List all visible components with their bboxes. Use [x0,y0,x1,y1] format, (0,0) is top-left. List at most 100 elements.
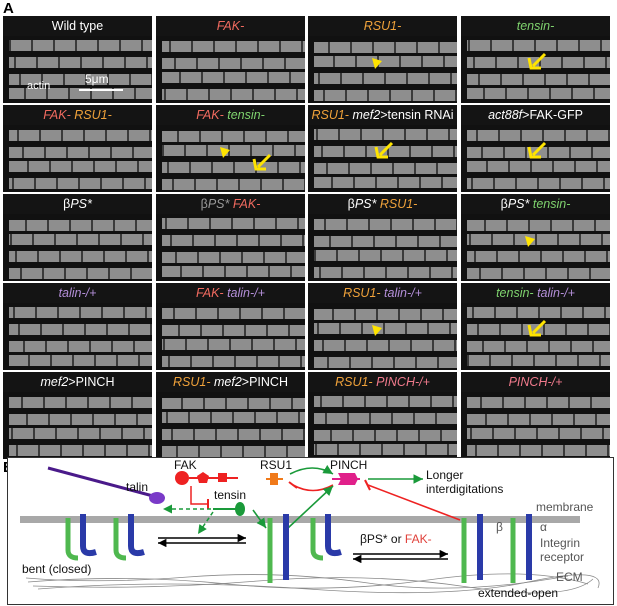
membrane-label: membrane [536,500,594,514]
integrin-bent-1 [65,514,97,561]
diagram-svg [20,464,600,594]
micrograph-tile: βPS* [3,194,152,281]
myofibril-micrograph [3,125,152,192]
arrow-marker [527,319,547,337]
micrograph-tile: mef2>PINCH [3,372,152,459]
fak-minus-text: FAK- [404,532,432,546]
fak-domain [175,471,189,485]
micrograph-tile: FAK- RSU1- [3,105,152,192]
genotype-segment: PINCH-/+ [376,375,430,389]
genotype-label: βPS* [3,194,152,214]
genotype-segment: β [500,197,508,211]
arrow-marker [374,141,394,159]
genotype-label: act88f>FAK-GFP [461,105,610,125]
micrograph-row: βPS*βPS* FAK-βPS* RSU1-βPS* tensin- [3,194,613,283]
micrograph-tile: FAK- [156,16,305,103]
genotype-label: Wild type [3,16,152,36]
genotype-segment: talin-/+ [58,286,97,300]
rsu1-label: RSU1 [260,458,293,472]
tensin-shape [235,502,245,516]
ecm-label: ECM [556,570,583,584]
genotype-segment: tensin- [227,108,265,122]
integrin-label: Integrin [540,536,581,550]
interdigitations-label: interdigitations [426,482,504,496]
micrograph-tile: act88f>FAK-GFP [461,105,610,192]
integrin-model-diagram: talin FAK tensin RSU1 PINCH Longer inter… [7,457,614,605]
genotype-segment: FAK- [196,286,228,300]
micrograph-row: FAK- RSU1-FAK- tensin-RSU1- mef2>tensin … [3,105,613,194]
micrograph-tile: tensin- talin-/+ [461,283,610,370]
talin-rod [47,466,154,498]
genotype-segment: >FAK-GFP [522,108,583,122]
myofibril-micrograph [3,214,152,281]
micrograph-tile: FAK- talin-/+ [156,283,305,370]
genotype-segment: mef2 [40,375,69,389]
myofibril-micrograph [461,214,610,281]
myofibril-micrograph [308,36,457,103]
micrograph-tile: FAK- tensin- [156,105,305,192]
genotype-segment: PS* [354,197,380,211]
myofibril-micrograph [308,303,457,370]
micrograph-tile: RSU1- mef2>tensin RNAi [308,105,457,192]
myofibril-micrograph [308,125,457,192]
alpha-label: α [540,520,547,534]
genotype-label: RSU1- talin-/+ [308,283,457,303]
arrow-marker [252,153,272,171]
genotype-segment: talin-/+ [227,286,265,300]
micrograph-tile: βPS* RSU1- [308,194,457,281]
micrograph-row: talin-/+FAK- talin-/+RSU1- talin-/+tensi… [3,283,613,372]
genotype-segment: RSU1- [335,375,377,389]
genotype-segment: talin-/+ [384,286,422,300]
genotype-segment: FAK- [216,19,245,33]
genotype-segment: FAK- [196,108,228,122]
genotype-segment: FAK- [43,108,75,122]
genotype-segment: RSU1- [343,286,385,300]
genotype-label: FAK- tensin- [156,105,305,125]
genotype-segment: tensin- [532,197,571,211]
scale-bar-label: 5μm [85,72,109,86]
genotype-label: RSU1- mef2>PINCH [156,372,305,392]
integrin-extended-2 [510,514,532,583]
myofibril-micrograph [3,392,152,459]
myofibril-micrograph [461,36,610,103]
myofibril-micrograph [156,214,305,281]
myofibril-micrograph [3,36,152,103]
arrow-marker [527,141,547,159]
genotype-segment: PS* [507,197,533,211]
rsu1-pinch-activate [289,464,334,475]
genotype-segment: PS* [207,197,233,211]
membrane-line [20,516,580,523]
micrograph-tile: RSU1- PINCH-/+ [308,372,457,459]
myofibril-micrograph [308,214,457,281]
arrow-marker [527,52,547,70]
genotype-label: FAK- RSU1- [3,105,152,125]
genotype-segment: tensin- [496,286,538,300]
genotype-label: FAK- talin-/+ [156,283,305,303]
genotype-label: tensin- talin-/+ [461,283,610,303]
bent-label: bent (closed) [22,562,92,576]
fak-inhibits-tensin [190,486,208,505]
integrin-bent-2 [113,514,145,561]
genotype-segment: act88f [488,108,523,122]
genotype-label: βPS* RSU1- [308,194,457,214]
genotype-label: tensin- [461,16,610,36]
micrograph-tile: βPS* FAK- [156,194,305,281]
genotype-segment: >PINCH [241,375,288,389]
genotype-segment: FAK- [232,197,261,211]
arrowhead-marker [220,147,230,158]
genotype-segment: Wild type [51,19,104,33]
fak-pentagon [197,472,209,483]
fak-label: FAK [174,458,197,472]
fak-square [218,473,227,482]
micrograph-tile: PINCH-/+ [461,372,610,459]
genotype-segment: >PINCH [68,375,115,389]
micrograph-tile: βPS* tensin- [461,194,610,281]
talin-label: talin [126,480,149,494]
genotype-label: βPS* tensin- [461,194,610,214]
bps-text: βPS* or [360,532,405,546]
myofibril-micrograph [461,125,610,192]
receptor-label: receptor [540,550,585,564]
genotype-segment: RSU1- [311,108,353,122]
genotype-segment: β [347,197,355,211]
